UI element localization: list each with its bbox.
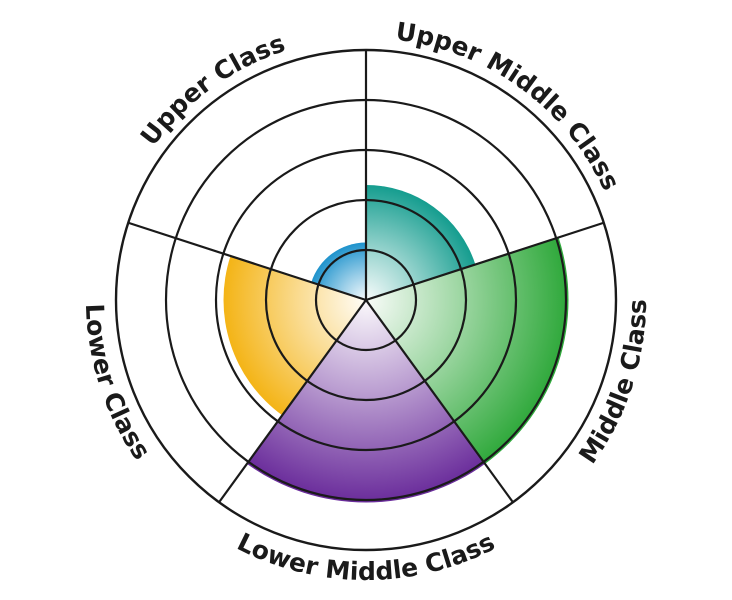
wedge-lower-middle-class — [246, 300, 486, 503]
label-lower-middle-class: Lower Middle Class — [233, 527, 499, 586]
spoke-5 — [218, 299, 367, 503]
spoke-3 — [365, 221, 605, 302]
label-upper-class: Upper Class — [135, 29, 289, 151]
grid-layer — [114, 48, 618, 552]
label-upper-middle-class: Upper Middle Class — [394, 17, 626, 195]
label-middle-class: Middle Class — [573, 299, 652, 469]
wedge-lower-class — [223, 255, 366, 416]
spoke-4 — [365, 299, 514, 503]
wedge-upper-middle-class — [366, 185, 476, 300]
spoke-1 — [127, 221, 367, 302]
